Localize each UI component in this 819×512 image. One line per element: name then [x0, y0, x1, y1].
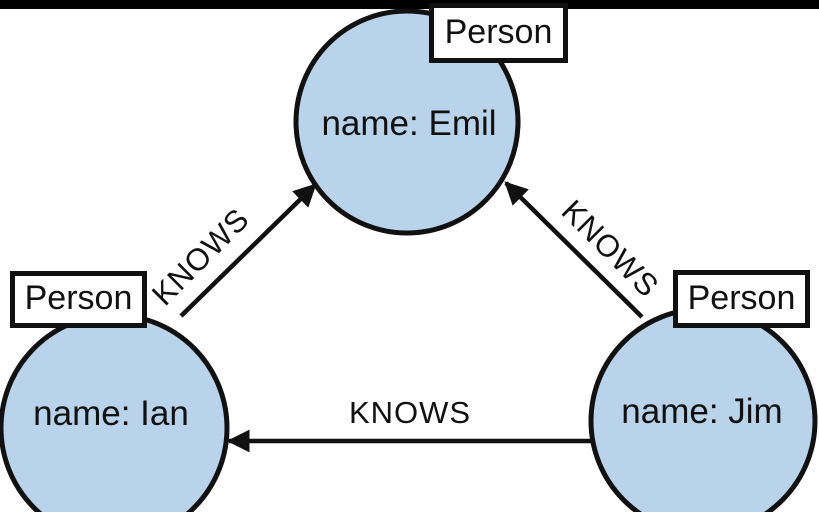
- node-emil-circle: [293, 8, 521, 236]
- node-emil-label: Person: [444, 12, 553, 51]
- node-ian-label-box: Person: [10, 271, 147, 328]
- node-ian-label: Person: [24, 279, 133, 317]
- edge-jim-knows-emil: [504, 181, 644, 319]
- edge-ian-knows-emil: [179, 183, 317, 318]
- node-emil-property: name: Emil: [321, 104, 497, 143]
- node-ian-property: name: Ian: [33, 394, 189, 433]
- top-border-bar: [0, 0, 819, 9]
- node-jim-property: name: Jim: [621, 392, 783, 431]
- edge-label-jim-ian: KNOWS: [348, 395, 472, 430]
- node-jim-label: Person: [687, 278, 796, 317]
- node-emil-label-box: Person: [429, 3, 568, 63]
- node-jim-label-box: Person: [673, 270, 810, 328]
